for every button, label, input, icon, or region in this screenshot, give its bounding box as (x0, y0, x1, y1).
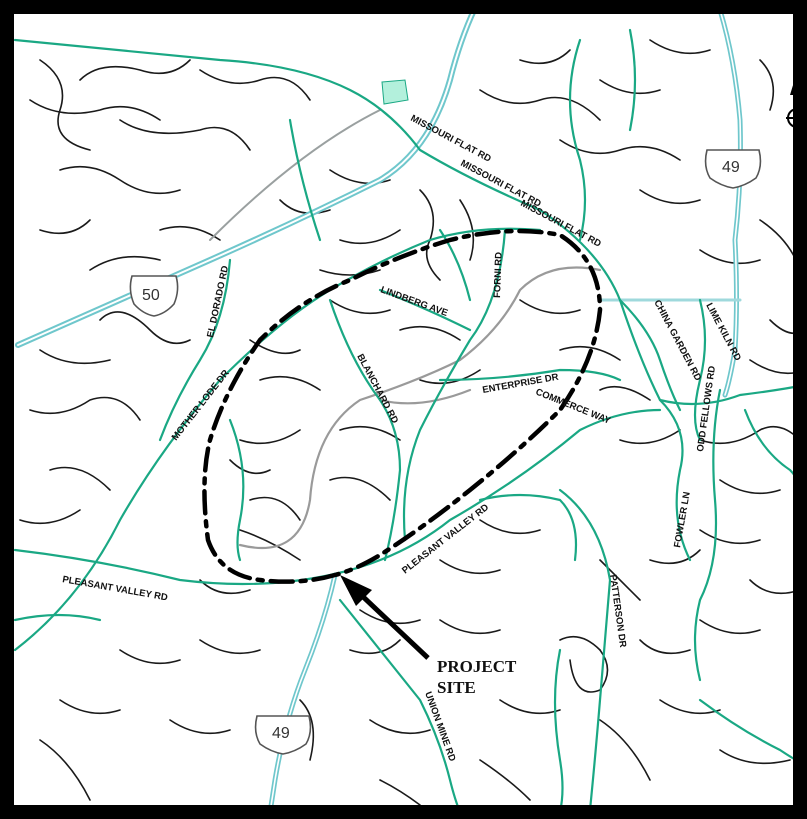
lime-kiln-road (693, 298, 707, 442)
missouri-flat-road (13, 38, 807, 406)
sr-49-south-shield: 49 (254, 715, 312, 755)
patterson-drive (558, 488, 612, 812)
minor-streets (19, 39, 806, 806)
project-area-boundary (202, 228, 603, 584)
svg-text:49: 49 (272, 725, 290, 742)
main-roads (13, 28, 807, 814)
union-mine-road (338, 598, 462, 814)
gray-roads (238, 266, 602, 550)
china-garden-road (618, 298, 682, 412)
us-50-shield: 50 (129, 275, 179, 317)
park-area (381, 79, 409, 105)
project-site-label-line2: SITE (437, 678, 476, 697)
project-site-label-line1: PROJECT (437, 657, 517, 676)
odd-fellows-road (693, 388, 722, 682)
lindberg-ave (378, 288, 472, 332)
svg-text:49: 49 (722, 159, 740, 176)
forni-road (402, 228, 507, 542)
project-site-arrow (340, 575, 430, 660)
svg-text:50: 50 (142, 287, 160, 304)
mother-lode-drive (13, 227, 542, 652)
pleasant-valley-road (13, 408, 662, 586)
sr-49-north-shield: 49 (704, 149, 762, 189)
el-dorado-road (158, 258, 232, 442)
blanchard-road (328, 298, 402, 562)
enterprise-drive (438, 368, 622, 382)
label-forni-rd: FORNI RD (492, 252, 505, 298)
